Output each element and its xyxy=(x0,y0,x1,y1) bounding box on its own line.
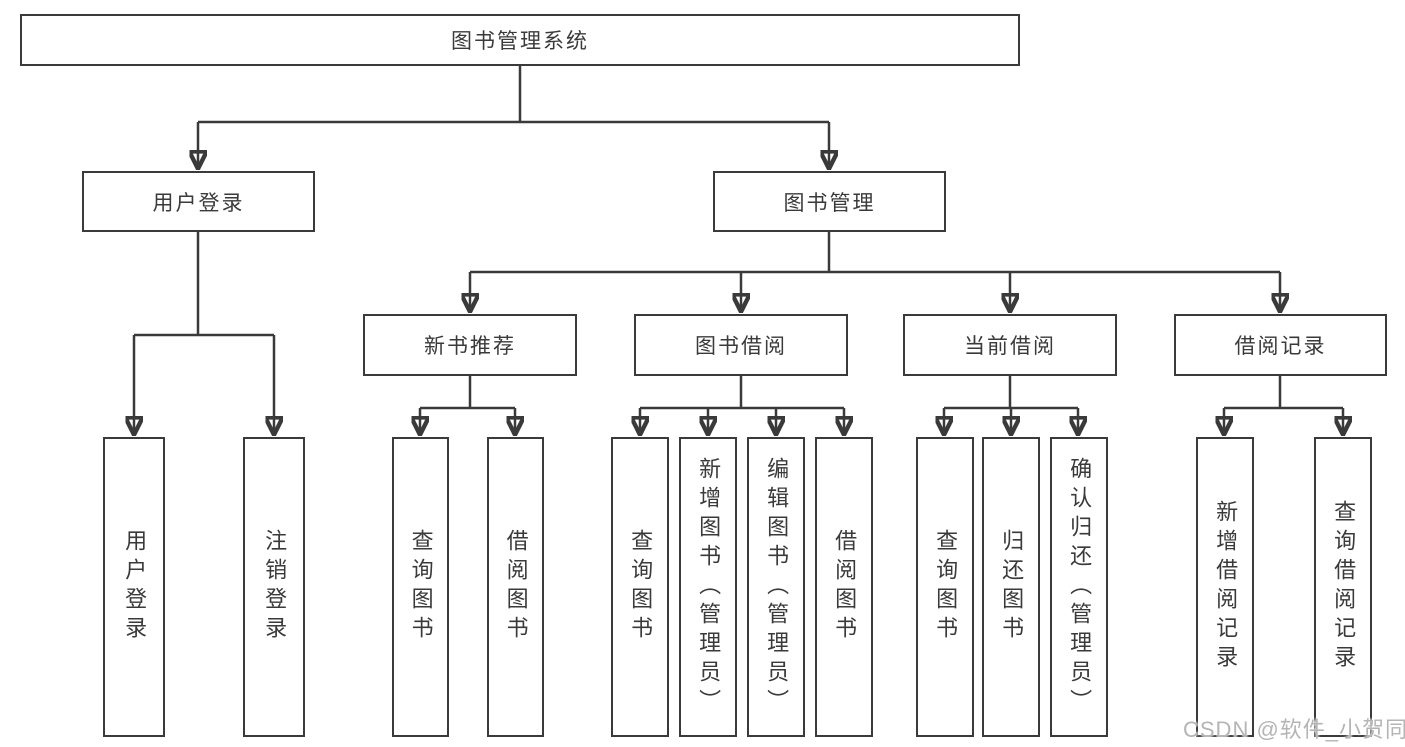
leaf-records-query-record: 查询借阅记录 xyxy=(1314,437,1372,737)
leaf-records-query-record-label: 查询借阅记录 xyxy=(1331,500,1357,674)
csdn-watermark: CSDN @软件_小贺同学 xyxy=(1183,717,1405,742)
leaf-current-confirm-return-admin-label: 确认归还（管理员） xyxy=(1067,456,1093,718)
leaf-borrow-borrow-books-label: 借阅图书 xyxy=(832,529,858,645)
node-book-management: 图书管理 xyxy=(713,171,946,232)
leaf-newbook-query-books: 查询图书 xyxy=(392,437,449,737)
connector-trunk-lines xyxy=(134,66,1343,410)
node-book-management-label: 图书管理 xyxy=(783,191,876,215)
node-current-borrowing: 当前借阅 xyxy=(903,314,1117,376)
leaf-current-query-books: 查询图书 xyxy=(916,437,974,737)
node-user-login: 用户登录 xyxy=(82,171,315,232)
leaf-current-confirm-return-admin: 确认归还（管理员） xyxy=(1050,437,1108,737)
leaf-borrow-query-books: 查询图书 xyxy=(611,437,669,737)
leaf-borrow-edit-books-admin-label: 编辑图书（管理员） xyxy=(764,456,790,718)
root-node-label: 图书管理系统 xyxy=(451,30,589,53)
node-new-book-recommendation: 新书推荐 xyxy=(363,314,577,376)
node-book-borrowing: 图书借阅 xyxy=(634,314,848,376)
node-current-borrowing-label: 当前借阅 xyxy=(964,335,1056,358)
leaf-current-return-books: 归还图书 xyxy=(982,437,1040,737)
leaf-user-login-label: 用户登录 xyxy=(122,529,148,645)
leaf-borrow-edit-books-admin: 编辑图书（管理员） xyxy=(747,437,805,737)
node-new-book-recommendation-label: 新书推荐 xyxy=(424,335,516,358)
leaf-newbook-query-books-label: 查询图书 xyxy=(408,529,434,645)
leaf-current-return-books-label: 归还图书 xyxy=(999,529,1025,645)
node-book-borrowing-label: 图书借阅 xyxy=(695,335,787,358)
leaf-logout-label: 注销登录 xyxy=(262,529,288,645)
leaf-current-query-books-label: 查询图书 xyxy=(933,529,959,645)
leaf-records-add-record: 新增借阅记录 xyxy=(1196,437,1254,737)
node-borrowing-records: 借阅记录 xyxy=(1174,314,1387,376)
leaf-records-add-record-label: 新增借阅记录 xyxy=(1213,500,1239,674)
leaf-newbook-borrow-books: 借阅图书 xyxy=(487,437,544,737)
leaf-newbook-borrow-books-label: 借阅图书 xyxy=(503,529,529,645)
leaf-user-login: 用户登录 xyxy=(103,437,165,737)
leaf-borrow-add-books-admin-label: 新增图书（管理员） xyxy=(696,456,722,718)
leaf-borrow-add-books-admin: 新增图书（管理员） xyxy=(679,437,737,737)
root-node-library-system: 图书管理系统 xyxy=(20,14,1020,66)
node-user-login-label: 用户登录 xyxy=(152,191,245,215)
leaf-logout: 注销登录 xyxy=(243,437,305,737)
node-borrowing-records-label: 借阅记录 xyxy=(1234,335,1327,358)
leaf-borrow-borrow-books: 借阅图书 xyxy=(815,437,873,737)
leaf-borrow-query-books-label: 查询图书 xyxy=(628,529,654,645)
